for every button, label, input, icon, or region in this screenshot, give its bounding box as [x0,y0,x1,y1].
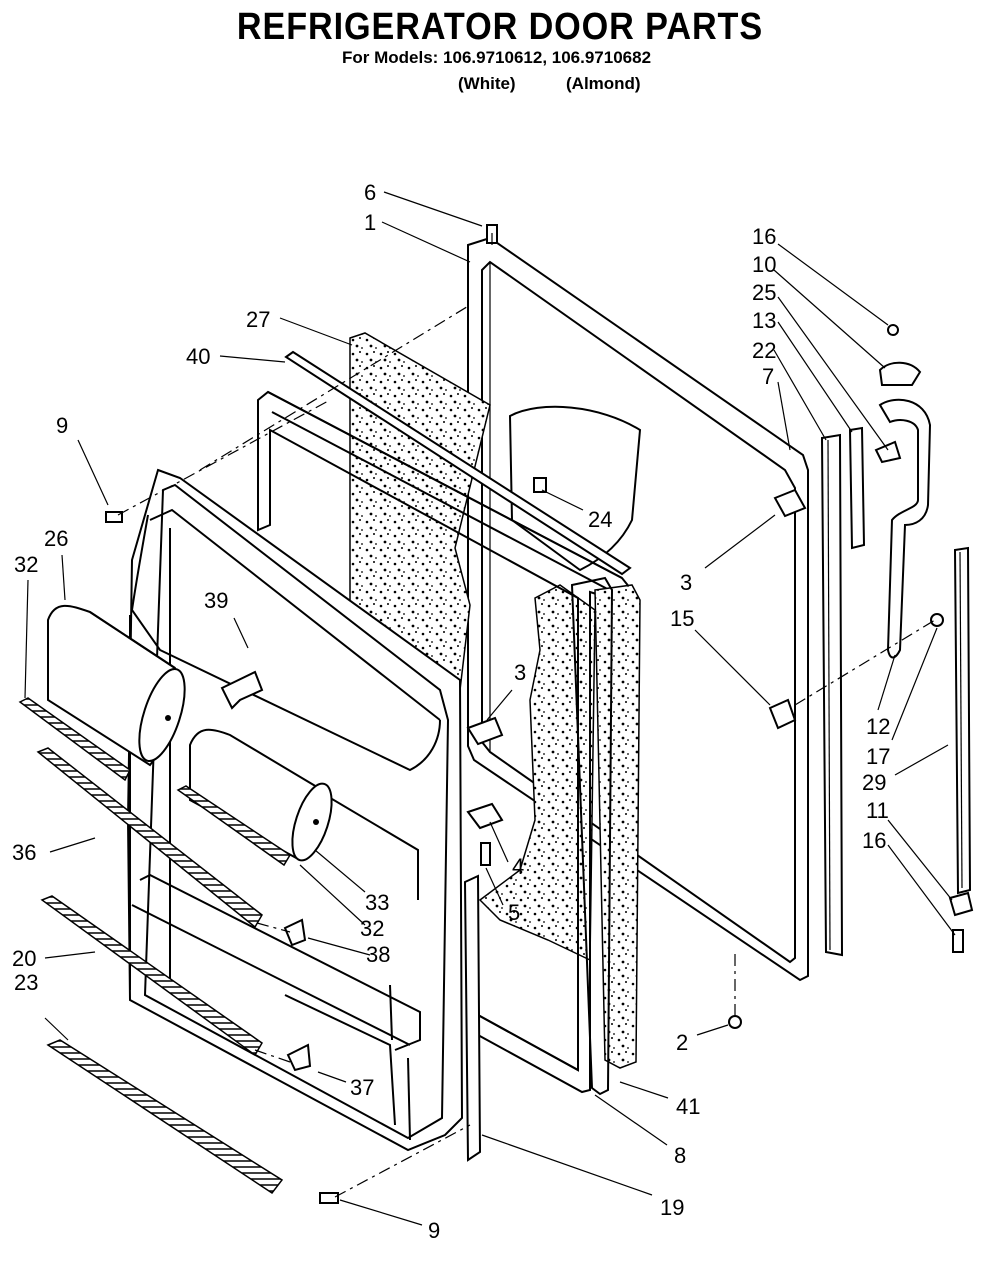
gasket-foam-41 [594,584,641,1069]
callout-41: 41 [676,1094,700,1119]
callout-3-mid: 3 [514,660,526,685]
callout-12: 12 [866,714,890,739]
shelf-bar-20 [40,895,263,1057]
callout-33: 33 [365,890,389,915]
assembly-lines [117,230,936,1198]
callout-23: 23 [14,970,38,995]
bin-retainer-32b [176,785,292,867]
callout-36: 36 [12,840,36,865]
callout-16-top: 16 [752,224,776,249]
model-numbers: For Models: 106.9710612, 106.9710682 [342,48,652,67]
callout-13: 13 [752,308,776,333]
callout-7: 7 [762,364,774,389]
shim-4 [466,802,504,830]
shelf-end-38 [283,918,307,947]
callout-38: 38 [366,942,390,967]
door-bin-33 [189,728,333,862]
hinge-bracket-3 [466,716,504,746]
callout-6: 6 [364,180,376,205]
callout-29: 29 [862,770,886,795]
callout-19: 19 [660,1195,684,1220]
clip-24 [533,477,547,493]
variant-almond-label: (Almond) [566,74,641,93]
shelf-bar-36 [36,747,263,929]
callout-10: 10 [752,252,776,277]
callout-5: 5 [508,900,520,925]
door-trim-19 [463,874,482,1162]
callout-labels: 6 1 27 40 9 26 32 39 36 20 23 3 4 5 33 3… [12,180,890,1243]
callout-37: 37 [350,1075,374,1100]
callout-4: 4 [512,854,524,879]
page-title: REFRIGERATOR DOOR PARTS [236,6,764,48]
callout-39: 39 [204,588,228,613]
callout-25: 25 [752,280,776,305]
plug-2 [728,1015,742,1029]
door-handle [874,324,974,953]
callout-15: 15 [670,606,694,631]
callout-27: 27 [246,307,270,332]
callout-20: 20 [12,946,36,971]
callout-16-bottom: 16 [862,828,886,853]
trim-strip-40 [284,350,632,576]
screw-9-bottom [319,1192,339,1204]
trim-strip-22 [820,433,844,957]
hinge-bracket-3-right [773,488,807,518]
callout-1: 1 [364,210,376,235]
door-bin-26 [47,604,186,767]
screw-5 [480,842,491,866]
shelf-support-39 [220,670,264,710]
callout-40: 40 [186,344,210,369]
trim-strip-13 [848,426,866,550]
callout-32-mid: 32 [360,916,384,941]
leader-lines [24,191,956,1226]
callout-26: 26 [44,526,68,551]
callout-22: 22 [752,338,776,363]
callout-9-bottom: 9 [428,1218,440,1243]
callout-17: 17 [866,744,890,769]
callout-8: 8 [674,1143,686,1168]
screw-9-top [105,511,123,523]
callout-32-left: 32 [14,552,38,577]
bracket-15 [768,698,797,730]
variant-white-label: (White) [458,74,516,93]
shelf-front-23 [46,1039,284,1195]
trim-strip-29 [953,546,972,895]
callout-11: 11 [866,798,889,823]
callout-9-top: 9 [56,413,68,438]
bin-retainer-32 [18,697,131,782]
callout-2: 2 [676,1030,688,1055]
callout-24: 24 [588,507,612,532]
shelf-end-37 [286,1043,312,1072]
callout-3-right: 3 [680,570,692,595]
